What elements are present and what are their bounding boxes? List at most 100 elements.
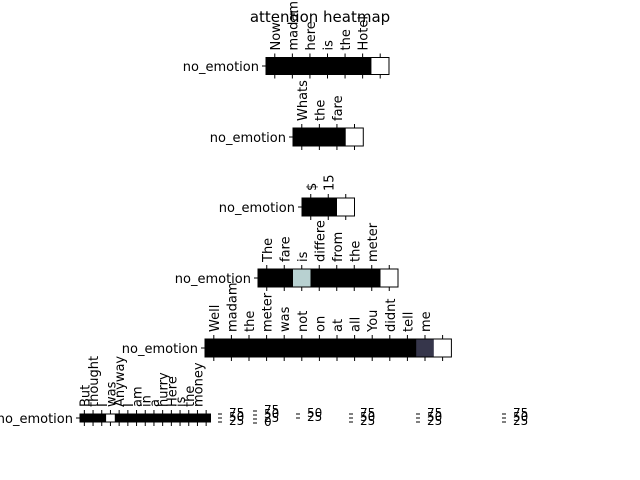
- colorbar-tick-label: 50: [307, 406, 322, 420]
- colorbar-tick-label: 25: [307, 410, 322, 424]
- token-label: Now: [269, 22, 284, 51]
- chart-title: attention heatmap: [250, 8, 390, 26]
- heatmap-row: no_emotion$15: [219, 174, 355, 220]
- heatmap-cell: [158, 414, 168, 422]
- token-label: not: [296, 311, 311, 332]
- token-label: Hotel: [357, 16, 372, 50]
- token-label: Well: [208, 305, 223, 332]
- token-label: I: [96, 403, 111, 407]
- heatmap-cell: [275, 269, 294, 287]
- heatmap-cell: [310, 128, 329, 146]
- heatmap-cell: [302, 198, 320, 216]
- token-label: was: [104, 381, 119, 407]
- token-label: here: [304, 21, 319, 50]
- heatmap-cell: [114, 414, 124, 422]
- token-label: The: [261, 238, 276, 263]
- heatmap-cell: [275, 339, 294, 357]
- colorbar-tick-label: 50: [264, 407, 279, 421]
- heatmap-cell: [319, 198, 338, 216]
- heatmap-cell: [205, 339, 223, 357]
- heatmap-cell: [123, 414, 133, 422]
- token-label: Anyway: [113, 356, 128, 407]
- heatmap-cell: [345, 128, 364, 146]
- token-label: all: [349, 317, 364, 332]
- token-label: am: [131, 386, 146, 407]
- heatmap-cell: [266, 57, 284, 75]
- colorbar-tick-label: 75: [427, 406, 442, 420]
- token-label: Whats: [296, 80, 311, 121]
- token-label: Here: [165, 376, 180, 407]
- heatmap-cell: [328, 128, 347, 146]
- token-label: $: [305, 183, 320, 191]
- token-label: me: [419, 311, 434, 332]
- token-label: in: [139, 395, 154, 407]
- row-label: no_emotion: [0, 412, 73, 427]
- heatmap-cell: [283, 57, 302, 75]
- token-label: But: [78, 385, 93, 407]
- heatmap-cell: [97, 414, 107, 422]
- heatmap-cell: [222, 339, 241, 357]
- heatmap-cell: [193, 414, 203, 422]
- token-label: tell: [401, 312, 416, 332]
- colorbar-tick-label: 75: [513, 406, 528, 420]
- token-label: was: [278, 306, 293, 332]
- colorbar-tick-label: 50: [513, 410, 528, 424]
- heatmap-cell: [201, 414, 211, 422]
- token-label: is: [296, 251, 311, 262]
- heatmap-cell: [240, 339, 259, 357]
- heatmap-cell: [167, 414, 177, 422]
- heatmap-cell: [318, 57, 337, 75]
- colorbar-tick-label: 25: [513, 414, 528, 428]
- token-label: madam: [225, 282, 240, 332]
- row-label: no_emotion: [183, 60, 259, 75]
- token-label: the: [183, 386, 198, 407]
- heatmap-cell: [132, 414, 142, 422]
- heatmap-cell: [293, 339, 311, 357]
- heatmap-cell: [345, 269, 364, 287]
- colorbar-tick-label: 75: [360, 406, 375, 420]
- heatmap-row: no_emotionButthoughtIwasAnywayIaminahurr…: [0, 356, 211, 427]
- heatmap-cell: [416, 339, 435, 357]
- heatmap-cell: [293, 269, 311, 287]
- token-label: the: [339, 29, 354, 50]
- heatmap-cell: [140, 414, 150, 422]
- colorbar-tick-label: 25: [360, 414, 375, 428]
- token-label: a: [148, 399, 163, 407]
- colorbar-tick-label: 25: [264, 411, 279, 425]
- token-label: You: [366, 310, 381, 333]
- heatmap-cell: [380, 269, 399, 287]
- heatmap-cell: [301, 57, 320, 75]
- token-label: money: [191, 362, 206, 407]
- row-label: no_emotion: [175, 272, 251, 287]
- token-label: meter: [261, 292, 276, 332]
- heatmap-cell: [184, 414, 194, 422]
- heatmap-cell: [433, 339, 452, 357]
- colorbar-tick-label: 50: [360, 410, 375, 424]
- colorbar-tick-label: 75: [229, 406, 244, 420]
- colorbar-tick-label: 75: [264, 403, 279, 417]
- heatmap-cell: [310, 269, 329, 287]
- heatmap-cell: [175, 414, 185, 422]
- heatmap-cell: [345, 339, 364, 357]
- token-label: is: [322, 40, 337, 51]
- token-label: I: [122, 403, 137, 407]
- token-label: the: [348, 241, 363, 262]
- token-label: is: [174, 396, 189, 407]
- token-label: madam: [286, 1, 301, 51]
- heatmap-cell: [293, 128, 311, 146]
- heatmap-cell: [353, 57, 372, 75]
- heatmap-cell: [88, 414, 98, 422]
- token-label: hurry: [157, 372, 172, 407]
- heatmap-cell: [336, 57, 355, 75]
- heatmap-cell: [258, 269, 276, 287]
- heatmap-cell: [328, 339, 347, 357]
- token-label: thought: [87, 356, 102, 407]
